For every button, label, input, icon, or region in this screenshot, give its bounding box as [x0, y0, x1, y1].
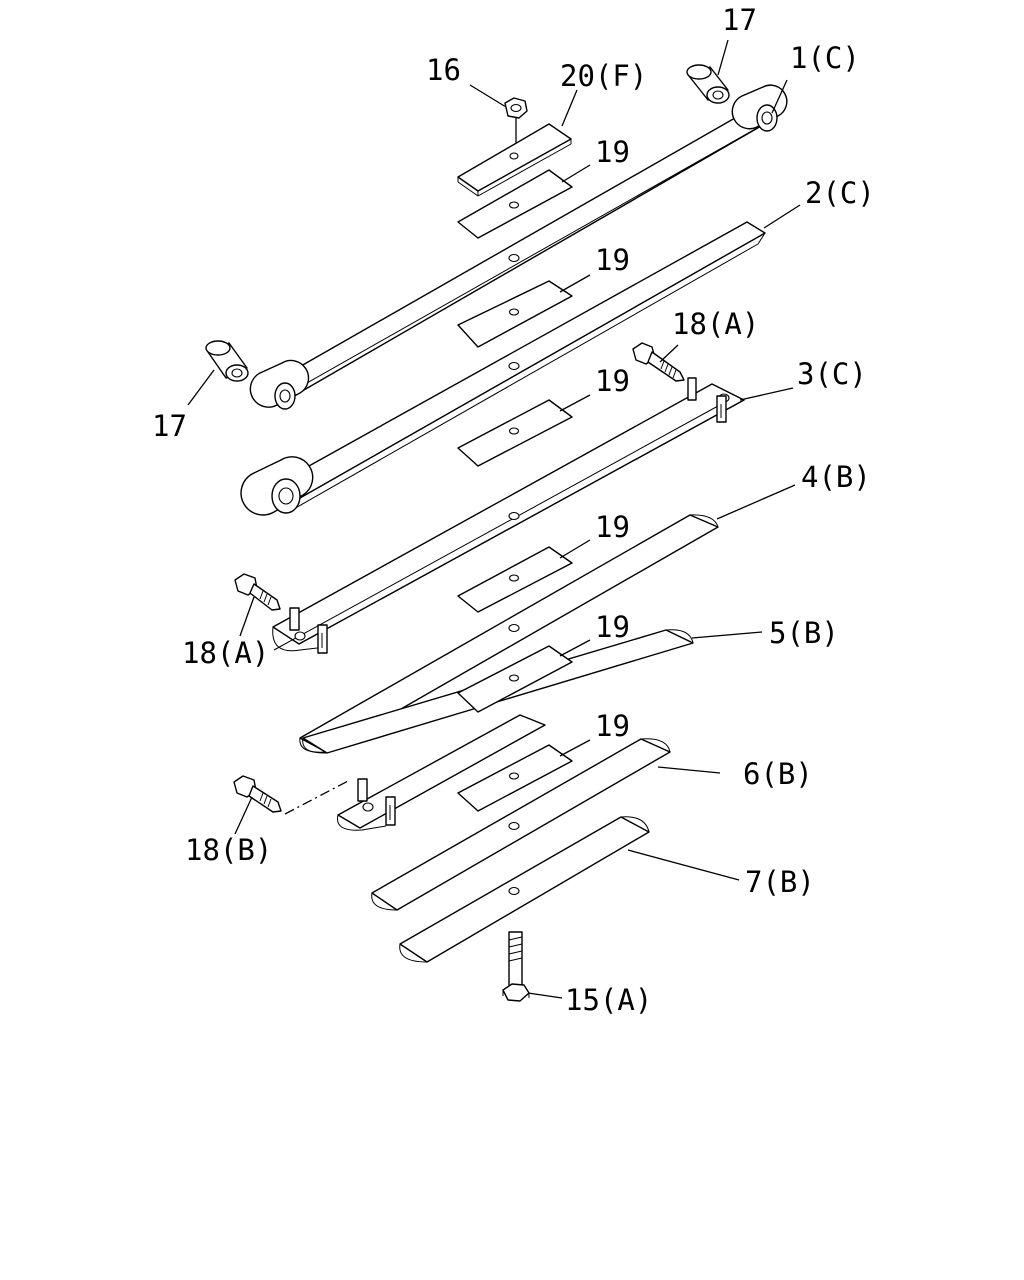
callout-17-top: 17 [722, 3, 757, 37]
callout-2c: 2(C) [805, 176, 875, 210]
callout-1c: 1(C) [790, 41, 860, 75]
bushing-17-top [686, 64, 730, 104]
callout-labels: 17 1(C) 16 20(F) 19 2(C) 19 18(A) 17 19 … [152, 3, 875, 1017]
leaf-1-main [249, 84, 788, 410]
liner-19-c [457, 399, 573, 467]
callout-3c: 3(C) [797, 357, 867, 391]
leaf-3-clip-front [289, 607, 328, 654]
liner-19-f [457, 744, 573, 812]
callout-19-c: 19 [595, 364, 630, 398]
liner-19-e [457, 645, 573, 713]
nut-16 [504, 97, 528, 152]
leaf-1-eye-front [249, 359, 310, 410]
callout-4b: 4(B) [801, 460, 871, 494]
leaf-6 [371, 738, 671, 911]
lower-clip-front [357, 778, 396, 826]
liner-19-d [457, 546, 573, 613]
leaf-1-eye-rear [731, 84, 788, 132]
bolt-18b [233, 775, 351, 815]
callout-15a: 15(A) [565, 983, 652, 1017]
callout-7b: 7(B) [745, 865, 815, 899]
leaf-clip-lower [337, 714, 546, 831]
callout-20f: 20(F) [560, 59, 647, 93]
center-bolt-15 [502, 931, 530, 1002]
callout-18a-left: 18(A) [182, 636, 269, 670]
plate-20 [457, 123, 572, 197]
callout-19-f: 19 [595, 709, 630, 743]
callout-19-a: 19 [595, 135, 630, 169]
leaf-2-eye [240, 456, 314, 516]
bolt-18a-left [234, 573, 281, 611]
callout-19-e: 19 [595, 610, 630, 644]
callout-18a-top: 18(A) [672, 307, 759, 341]
callout-16: 16 [426, 53, 461, 87]
bushing-17-left [205, 340, 249, 382]
leaf-3-clip-rear [687, 377, 727, 423]
callout-19-d: 19 [595, 510, 630, 544]
leaf-3 [272, 377, 745, 654]
callout-19-b: 19 [595, 243, 630, 277]
liner-19-b [457, 280, 573, 348]
bolt-18a-top [632, 342, 685, 382]
callout-18b: 18(B) [185, 833, 272, 867]
leaf-2 [240, 221, 766, 516]
callout-6b: 6(B) [743, 757, 813, 791]
liner-19-a [457, 169, 573, 239]
callout-5b: 5(B) [769, 616, 839, 650]
callout-17-left: 17 [152, 409, 187, 443]
leader-lines [187, 39, 801, 999]
leaf-7 [399, 816, 650, 963]
